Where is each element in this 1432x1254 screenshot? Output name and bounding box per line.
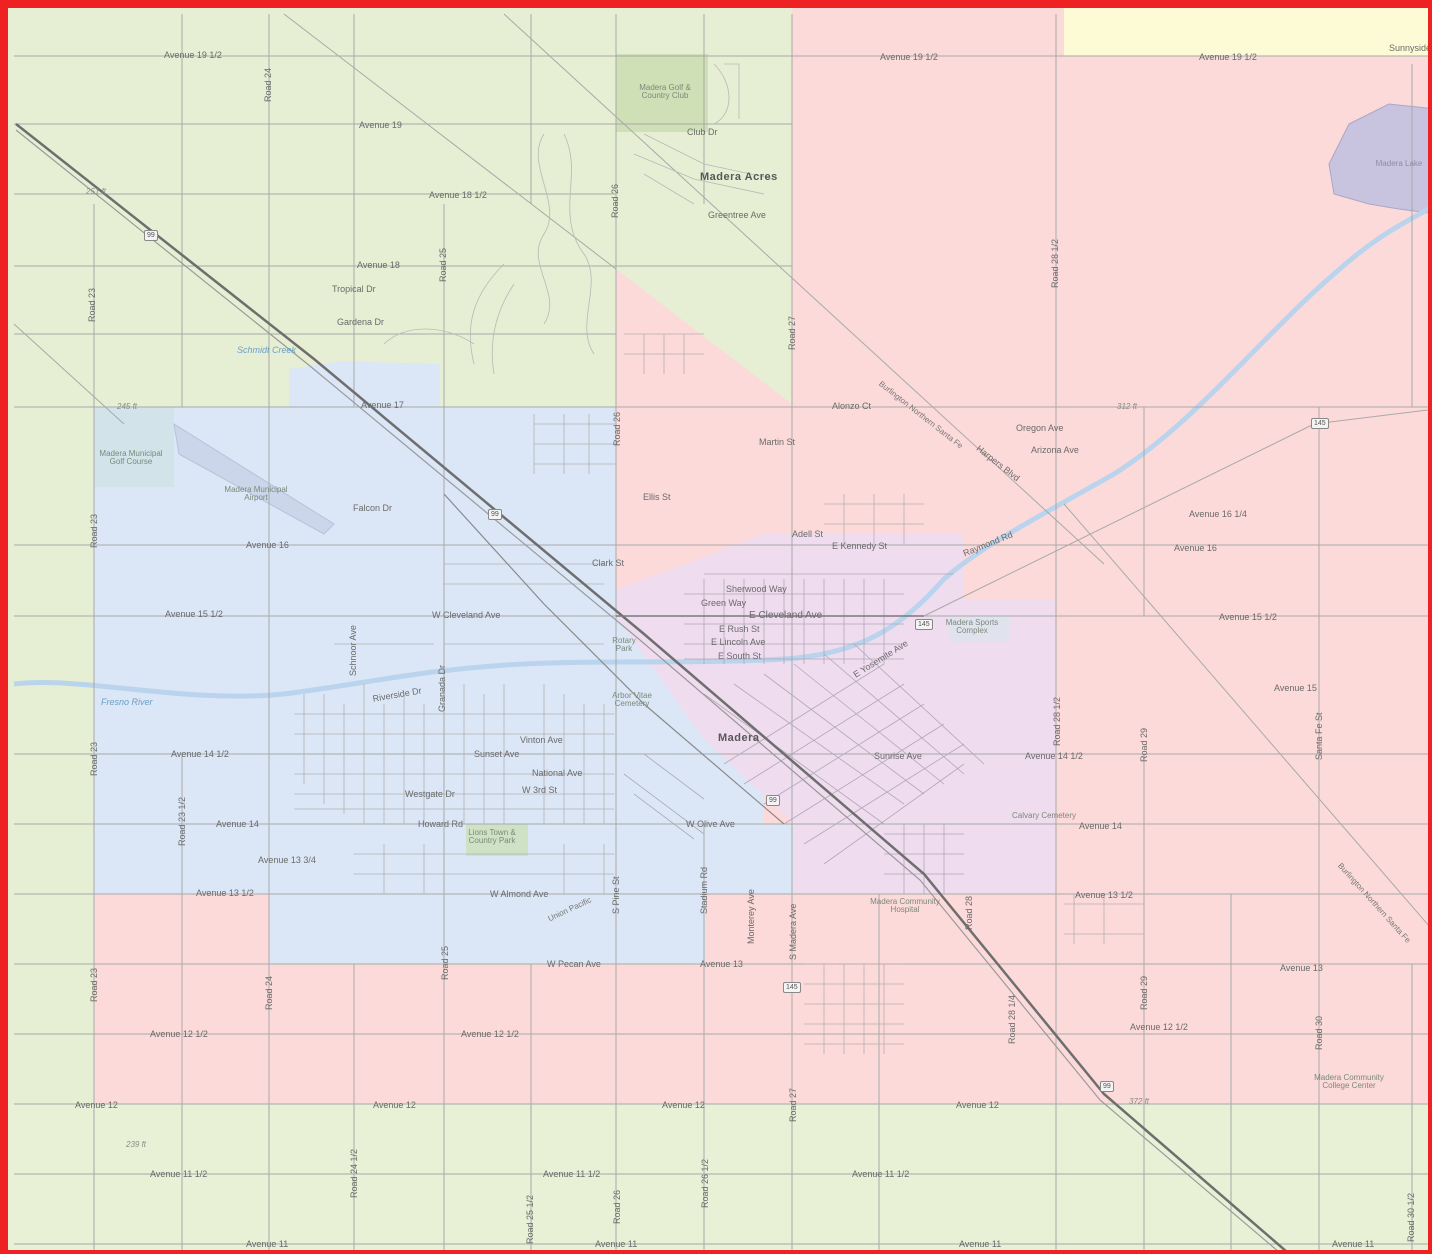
airport-runway bbox=[173, 422, 335, 535]
hwy-99-mid-shield: 99 bbox=[488, 509, 502, 520]
golf-course-area bbox=[94, 407, 174, 487]
road-grid bbox=[14, 14, 1428, 1250]
zone-pink-east-top bbox=[792, 4, 964, 64]
hwy-99-far-south-shield: 99 bbox=[1100, 1081, 1114, 1092]
hwy-145-mid-shield: 145 bbox=[915, 619, 933, 630]
street-pattern-west bbox=[294, 414, 616, 894]
map-canvas[interactable] bbox=[4, 4, 1432, 1254]
hwy-99-south-shield: 99 bbox=[766, 795, 780, 806]
zone-pink-southeast bbox=[704, 894, 1056, 1106]
diagonal-roads bbox=[13, 13, 1428, 926]
frame-border bbox=[4, 4, 1428, 1250]
hwy-145-south-shield: 145 bbox=[783, 982, 801, 993]
sports-area bbox=[949, 616, 1009, 642]
lions-park-area bbox=[466, 824, 528, 856]
street-pattern-downtown bbox=[623, 573, 985, 894]
street-pattern-southeast bbox=[624, 333, 1144, 1054]
madera-lake-shape bbox=[1328, 103, 1428, 214]
golf-club-area bbox=[616, 54, 708, 132]
zone-white-green-edge bbox=[4, 1104, 1428, 1250]
street-pattern-acres bbox=[383, 63, 775, 375]
fresno-river-line bbox=[13, 206, 1428, 699]
hwy-99-north-shield: 99 bbox=[144, 230, 158, 241]
rail-lines bbox=[15, 123, 1287, 1250]
hwy-145-east-shield: 145 bbox=[1311, 418, 1329, 429]
zone-yellow bbox=[1064, 4, 1428, 56]
